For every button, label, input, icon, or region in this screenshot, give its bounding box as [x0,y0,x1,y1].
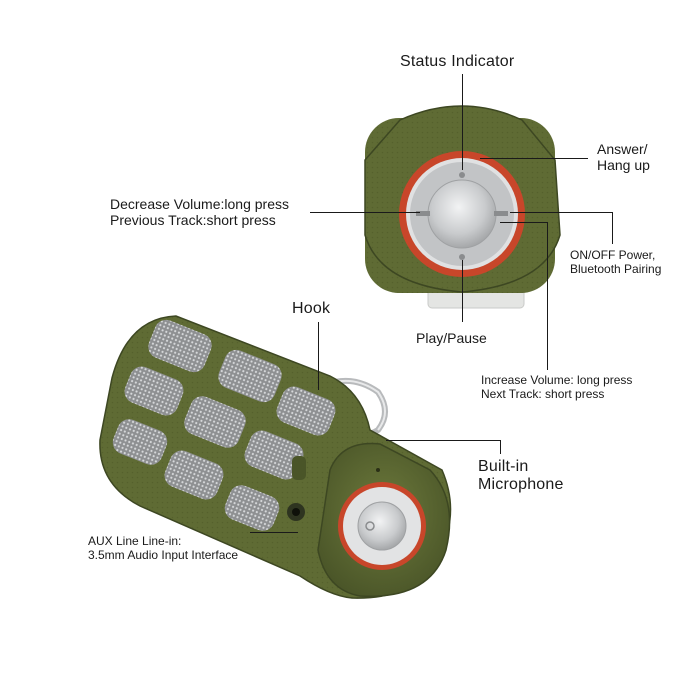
leader-decrease-volume [310,212,420,213]
label-increase-volume: Increase Volume: long press Next Track: … [481,373,633,401]
leader-on-off [510,212,613,213]
label-answer-hang-up: Answer/ Hang up [597,141,650,174]
label-hook: Hook [292,300,331,317]
leader-increase-volume-h [500,222,548,223]
leader-microphone-v [500,440,501,454]
label-play-pause: Play/Pause [416,330,487,346]
top-speaker-end-view [364,105,561,309]
leader-microphone-h [386,440,500,441]
label-aux-line-in: AUX Line Line-in: 3.5mm Audio Input Inte… [88,534,239,562]
label-built-in-microphone: Built-in Microphone [478,458,564,494]
label-on-off-power: ON/OFF Power, Bluetooth Pairing [570,248,662,276]
leader-on-off-drop [612,212,613,244]
leader-aux [250,532,298,533]
label-status-indicator: Status Indicator [400,53,515,70]
bottom-speaker-side-view [99,315,452,599]
leader-play-pause [462,260,463,322]
leader-status-indicator [462,74,463,170]
label-decrease-volume: Decrease Volume:long press Previous Trac… [110,196,289,229]
leader-increase-volume-v [547,222,548,370]
leader-hook [318,322,319,390]
leader-answer [480,158,588,159]
